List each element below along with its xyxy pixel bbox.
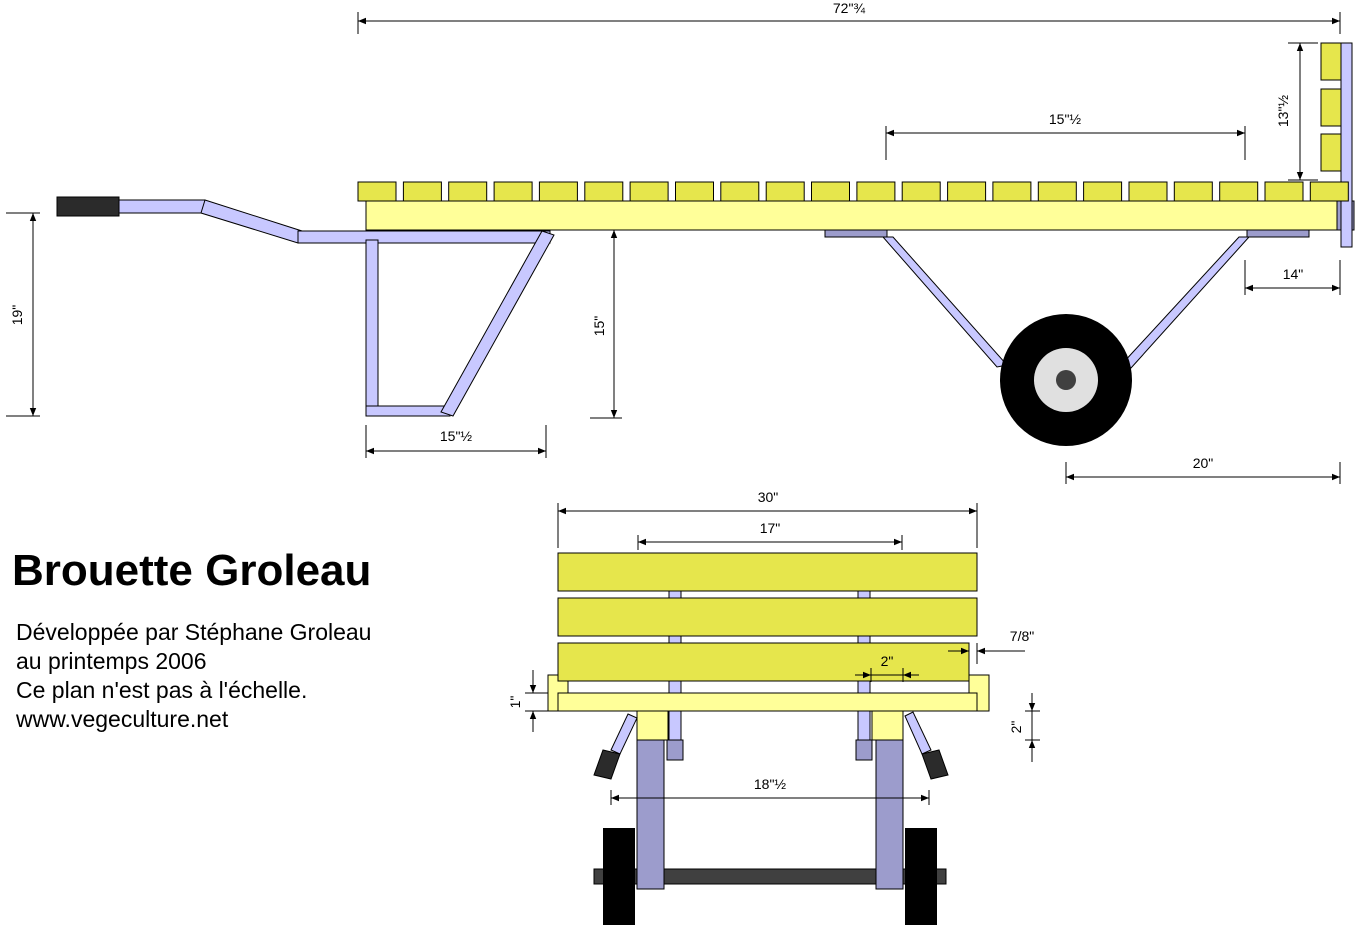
dim-leg-base: 15"½ bbox=[440, 428, 473, 444]
bed-slat bbox=[901, 181, 941, 202]
dim-back-height: 13"½ bbox=[1275, 95, 1291, 128]
bed-slat bbox=[402, 181, 442, 202]
bed-slat bbox=[448, 181, 488, 202]
front-grip-left bbox=[593, 749, 621, 780]
front-grip-right bbox=[921, 749, 949, 780]
dim-rail-spacing: 17" bbox=[760, 520, 781, 536]
dim-frame-thickness: 1" bbox=[507, 696, 523, 709]
front-leg-left bbox=[636, 739, 665, 890]
wheel-strut-rear bbox=[1121, 236, 1251, 369]
bed-frame bbox=[365, 200, 1343, 231]
bed-slat bbox=[1264, 181, 1304, 202]
bed-slat bbox=[1173, 181, 1213, 202]
block-right bbox=[871, 710, 904, 741]
back-board-3 bbox=[1320, 133, 1342, 172]
front-handle-left bbox=[610, 713, 638, 755]
dim-front-width: 30" bbox=[758, 489, 779, 505]
bed-slat bbox=[1219, 181, 1259, 202]
front-axle bbox=[593, 868, 947, 885]
dim-handle-height: 19" bbox=[9, 305, 25, 326]
front-wheel-right bbox=[905, 828, 937, 925]
frame-crossbar bbox=[557, 692, 978, 712]
bed-slat bbox=[765, 181, 805, 202]
side-view bbox=[56, 42, 1355, 446]
rail-right-foot bbox=[855, 739, 873, 761]
bed-slats bbox=[357, 181, 1349, 202]
dimension-labels: 72"¾ 15"½ 13"½ 19" 15" 15"½ 14" 20" 30" … bbox=[9, 0, 1303, 792]
back-board-1 bbox=[1320, 42, 1342, 81]
plan-info: Développée par Stéphane Groleau au print… bbox=[16, 618, 371, 734]
dim-block-height: 2" bbox=[1008, 721, 1024, 734]
info-scale-note: Ce plan n'est pas à l'échelle. bbox=[16, 677, 308, 703]
bed-slat bbox=[1309, 181, 1349, 202]
dim-board-span: 15"½ bbox=[1049, 111, 1082, 127]
block-left bbox=[636, 710, 669, 741]
side-wheel-axle bbox=[1056, 370, 1076, 390]
wheel-strut-front bbox=[881, 236, 1008, 368]
handle-grip bbox=[56, 196, 120, 217]
handle-bar-under-bed bbox=[297, 230, 551, 244]
info-website: www.vegeculture.net bbox=[16, 706, 229, 732]
bed-slat bbox=[1083, 181, 1123, 202]
dimension-lines bbox=[6, 12, 1341, 805]
wheel-mount-front bbox=[824, 229, 888, 238]
bed-slat bbox=[992, 181, 1032, 202]
dim-board-width: 2" bbox=[881, 653, 894, 669]
dim-wheel-offset: 20" bbox=[1193, 455, 1214, 471]
front-handle-right bbox=[904, 711, 932, 755]
front-leg-right bbox=[875, 739, 904, 890]
handle-bar-straight bbox=[118, 199, 206, 214]
bed-slat bbox=[629, 181, 669, 202]
leg-vertical bbox=[365, 239, 379, 409]
front-view bbox=[547, 552, 990, 925]
leg-foot bbox=[365, 405, 451, 417]
info-date: au printemps 2006 bbox=[16, 648, 207, 674]
handle-bar-bend bbox=[200, 199, 303, 244]
bed-slat bbox=[811, 181, 850, 202]
front-board-2 bbox=[557, 597, 978, 637]
dim-overall-length: 72"¾ bbox=[833, 0, 866, 16]
back-post bbox=[1340, 42, 1353, 248]
dim-rear-overhang: 14" bbox=[1283, 266, 1304, 282]
front-board-1 bbox=[557, 552, 978, 592]
bed-slat bbox=[584, 181, 624, 202]
bed-slat bbox=[856, 181, 896, 202]
bed-slat bbox=[357, 181, 397, 202]
dim-wheel-track: 18"½ bbox=[754, 776, 787, 792]
front-wheel-left bbox=[603, 828, 635, 925]
dim-leg-height: 15" bbox=[591, 316, 607, 337]
back-board-2 bbox=[1320, 88, 1342, 127]
bed-slat bbox=[1128, 181, 1168, 202]
bed-slat bbox=[720, 181, 760, 202]
bed-slat bbox=[538, 181, 578, 202]
leg-diagonal bbox=[440, 230, 555, 417]
bed-slat bbox=[675, 181, 714, 202]
bed-slat bbox=[493, 181, 533, 202]
bed-slat bbox=[947, 181, 987, 202]
dim-board-gap: 7/8" bbox=[1010, 628, 1034, 644]
plan-title: Brouette Groleau bbox=[12, 546, 372, 595]
rail-left-foot bbox=[666, 739, 684, 761]
bed-slat bbox=[1037, 181, 1077, 202]
wheel-mount-rear bbox=[1246, 229, 1310, 238]
info-author: Développée par Stéphane Groleau bbox=[16, 619, 372, 645]
